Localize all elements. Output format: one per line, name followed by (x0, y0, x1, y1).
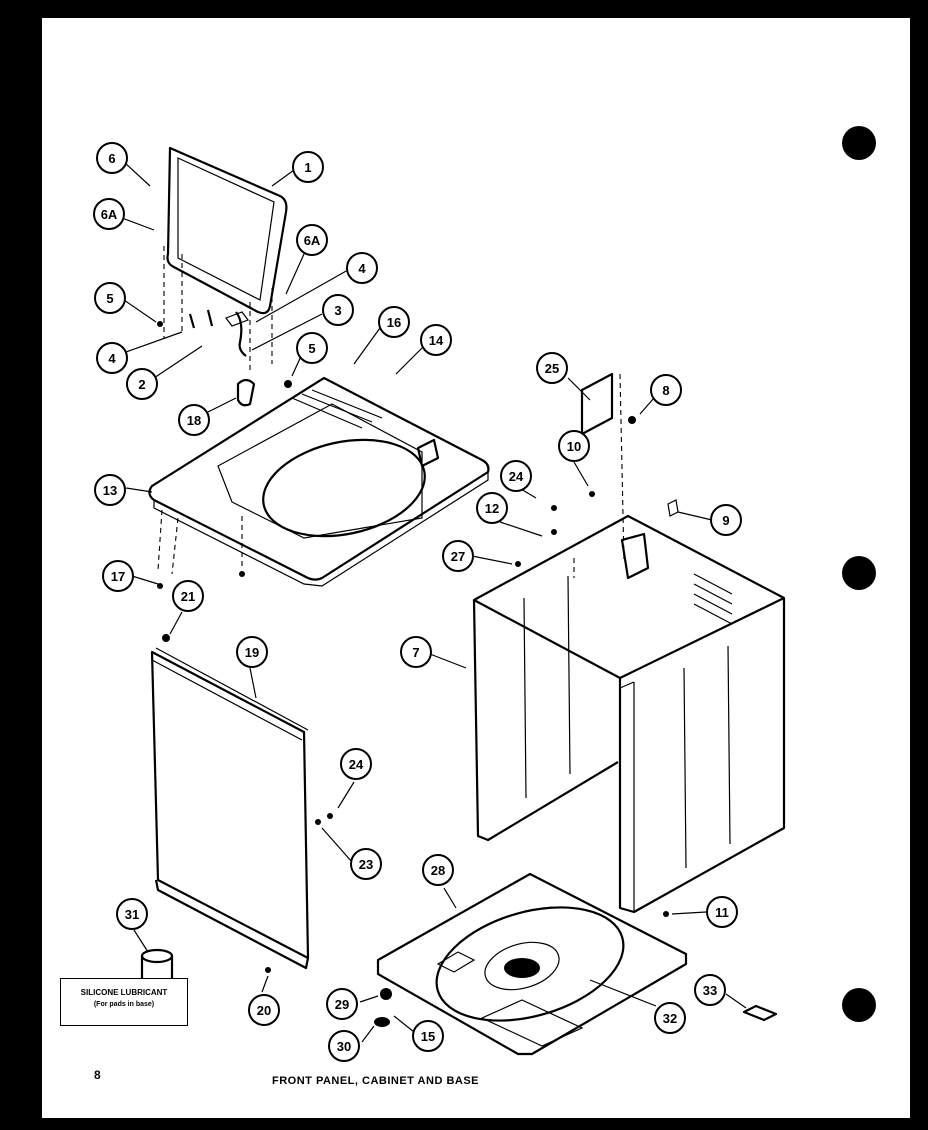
callout-23: 23 (350, 848, 382, 880)
callout-14: 14 (420, 324, 452, 356)
svg-text:17: 17 (111, 569, 125, 584)
callout-30: 30 (328, 1030, 360, 1062)
svg-text:31: 31 (125, 907, 139, 922)
callout-21: 21 (172, 580, 204, 612)
callout-6: 6 (96, 142, 128, 174)
callout-25: 25 (536, 352, 568, 384)
callout-9: 9 (710, 504, 742, 536)
callout-13: 13 (94, 474, 126, 506)
svg-text:24: 24 (509, 469, 524, 484)
svg-text:12: 12 (485, 501, 499, 516)
svg-text:1: 1 (304, 160, 311, 175)
svg-text:27: 27 (451, 549, 465, 564)
callout-6a-left: 6A (93, 198, 125, 230)
lubricant-note-title: SILICONE LUBRICANT (80, 988, 168, 997)
callout-24-lower: 24 (340, 748, 372, 780)
leader-lines (121, 161, 747, 1043)
callout-33: 33 (694, 974, 726, 1006)
svg-text:28: 28 (431, 863, 445, 878)
callout-2: 2 (126, 368, 158, 400)
svg-text:10: 10 (567, 439, 581, 454)
callout-11: 11 (706, 896, 738, 928)
hinge-assembly (157, 246, 292, 388)
binder-hole-bottom (842, 988, 876, 1022)
svg-text:5: 5 (308, 341, 315, 356)
svg-text:13: 13 (103, 483, 117, 498)
callout-7: 7 (400, 636, 432, 668)
callout-24-upper: 24 (500, 460, 532, 492)
svg-text:11: 11 (715, 905, 729, 920)
svg-text:33: 33 (703, 983, 717, 998)
svg-text:5: 5 (106, 291, 113, 306)
page-number: 8 (94, 1068, 101, 1082)
callout-17: 17 (102, 560, 134, 592)
callout-15: 15 (412, 1020, 444, 1052)
callout-16: 16 (378, 306, 410, 338)
svg-text:16: 16 (387, 315, 401, 330)
svg-text:6: 6 (108, 151, 115, 166)
svg-text:9: 9 (722, 513, 729, 528)
svg-text:24: 24 (349, 757, 364, 772)
callout-32: 32 (654, 1002, 686, 1034)
callout-5-left: 5 (94, 282, 126, 314)
svg-text:23: 23 (359, 857, 373, 872)
svg-text:18: 18 (187, 413, 201, 428)
exploded-view-drawing: 1 6 6A 6A 4 5 3 16 14 4 2 5 18 13 17 21 … (93, 142, 786, 1062)
svg-text:2: 2 (138, 377, 145, 392)
svg-text:4: 4 (358, 261, 366, 276)
callout-5-right: 5 (296, 332, 328, 364)
page-caption: FRONT PANEL, CABINET AND BASE (272, 1075, 479, 1087)
svg-text:4: 4 (108, 351, 116, 366)
svg-text:3: 3 (334, 303, 341, 318)
lubricant-note: SILICONE LUBRICANT (For pads in base) (60, 978, 188, 1026)
svg-text:8: 8 (662, 383, 669, 398)
svg-text:29: 29 (335, 997, 349, 1012)
callout-12: 12 (476, 492, 508, 524)
svg-text:7: 7 (412, 645, 419, 660)
svg-text:21: 21 (181, 589, 195, 604)
callout-4-upper: 4 (346, 252, 378, 284)
callout-4-lower: 4 (96, 342, 128, 374)
callout-1: 1 (292, 151, 324, 183)
parts-sheet: 1 6 6A 6A 4 5 3 16 14 4 2 5 18 13 17 21 … (42, 18, 910, 1118)
callout-6a-right: 6A (296, 224, 328, 256)
svg-text:30: 30 (337, 1039, 351, 1054)
base (374, 872, 778, 1056)
callout-10: 10 (558, 430, 590, 462)
svg-text:14: 14 (429, 333, 444, 348)
callout-19: 19 (236, 636, 268, 668)
svg-text:6A: 6A (304, 233, 321, 248)
lid-frame (166, 146, 288, 315)
binder-hole-top (842, 126, 876, 160)
callout-20: 20 (248, 994, 280, 1026)
svg-text:19: 19 (245, 645, 259, 660)
svg-text:25: 25 (545, 361, 559, 376)
callout-31: 31 (116, 898, 148, 930)
binder-hole-middle (842, 556, 876, 590)
front-panel (150, 634, 333, 973)
callout-27: 27 (442, 540, 474, 572)
callout-3: 3 (322, 294, 354, 326)
svg-text:32: 32 (663, 1011, 677, 1026)
callout-28: 28 (422, 854, 454, 886)
callout-8: 8 (650, 374, 682, 406)
cabinet (472, 372, 786, 917)
callout-29: 29 (326, 988, 358, 1020)
callout-18: 18 (178, 404, 210, 436)
svg-text:20: 20 (257, 1003, 271, 1018)
lubricant-note-subtitle: (For pads in base) (93, 1001, 155, 1008)
svg-text:6A: 6A (101, 207, 118, 222)
top-cover (148, 376, 490, 589)
svg-text:15: 15 (421, 1029, 435, 1044)
